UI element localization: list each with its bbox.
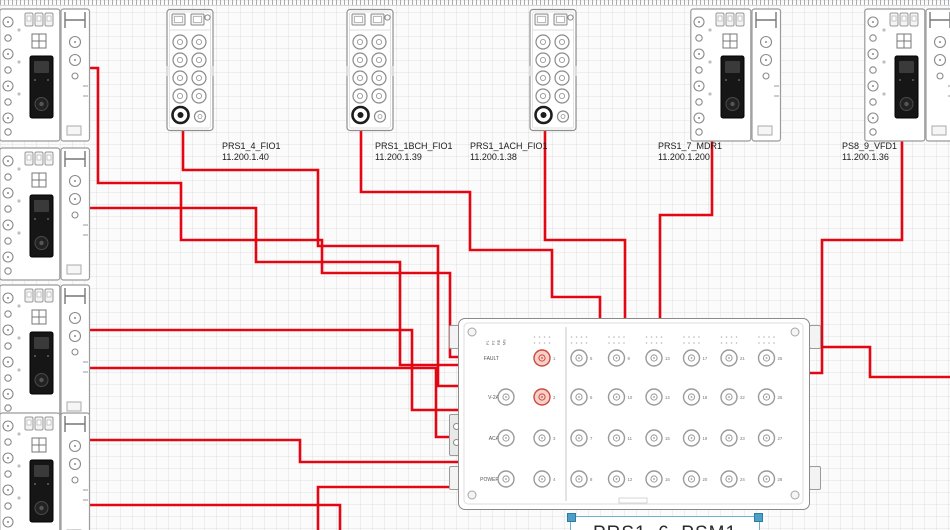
switch-side-label: ACA (489, 436, 500, 442)
svg-text:17: 17 (703, 356, 708, 361)
device-name: PS8_9_VFD1 (842, 141, 898, 151)
device-ip: 11.200.1.36 (842, 152, 889, 162)
svg-text:12: 12 (628, 477, 633, 482)
svg-text:7: 7 (590, 436, 593, 441)
switch-label-text: PRS1_6_PSM1 (593, 523, 737, 530)
svg-text:8: 8 (590, 477, 593, 482)
fio-module-1[interactable] (166, 8, 214, 132)
switch-side-label: FAULT (484, 356, 499, 362)
io-station-left-4[interactable] (0, 412, 91, 530)
svg-text:23: 23 (740, 436, 745, 441)
svg-text:5: 5 (590, 356, 593, 361)
cable (810, 140, 904, 375)
svg-text:1: 1 (553, 356, 556, 361)
switch-side-label: V-2A (488, 395, 500, 401)
svg-text:2: 2 (553, 395, 556, 400)
switch-led-label: P1 (486, 340, 490, 345)
cable (89, 328, 460, 412)
corner-screw-icons (467, 327, 800, 500)
switch-mount-ear-bottom-right (809, 466, 821, 490)
cable (89, 66, 460, 359)
switch-led-label: RE (497, 339, 501, 345)
io-station-left-3[interactable] (0, 284, 91, 418)
svg-text:18: 18 (703, 395, 708, 400)
cable (316, 485, 460, 530)
switch-side-label: POWER (480, 477, 499, 483)
device-name: PRS1_1ACH_FIO1 (470, 141, 548, 151)
device-name: PRS1_4_FIO1 (222, 141, 281, 151)
svg-text:9: 9 (628, 356, 631, 361)
svg-text:26: 26 (778, 395, 783, 400)
svg-text:21: 21 (740, 356, 745, 361)
svg-text:10: 10 (628, 395, 633, 400)
svg-text:6: 6 (590, 395, 593, 400)
cable (89, 206, 460, 367)
device-ip: 11.200.1.38 (470, 152, 517, 162)
switch-led-label: MS (503, 339, 507, 345)
svg-text:20: 20 (703, 477, 708, 482)
cable (658, 140, 714, 322)
switch-label-box[interactable]: PRS1_6_PSM1 (567, 513, 763, 530)
device-ip: 11.200.1.39 (375, 152, 422, 162)
svg-text:14: 14 (665, 395, 670, 400)
top-ruler (0, 0, 950, 6)
vfd-station[interactable] (864, 8, 950, 142)
fio-module-2[interactable] (346, 8, 394, 132)
svg-text:25: 25 (778, 356, 783, 361)
svg-text:22: 22 (740, 395, 745, 400)
svg-text:19: 19 (703, 436, 708, 441)
svg-text:24: 24 (740, 477, 745, 482)
svg-text:13: 13 (665, 356, 670, 361)
cable (181, 130, 460, 388)
svg-text:3: 3 (553, 436, 556, 441)
switch-mount-ear-top-right (809, 325, 821, 349)
io-station-left-2[interactable] (0, 147, 91, 281)
cable (543, 130, 627, 322)
svg-text:15: 15 (665, 436, 670, 441)
selection-handle-right[interactable] (754, 513, 763, 522)
device-label-mdr: PRS1_7_MDR1 11.200.1.200 (658, 141, 722, 163)
device-name: PRS1_7_MDR1 (658, 141, 723, 151)
device-label-fio3: PRS1_1ACH_FIO1 11.200.1.38 (470, 141, 548, 163)
svg-text:27: 27 (778, 436, 783, 441)
device-ip: 11.200.1.40 (222, 152, 269, 162)
mdr-station[interactable] (690, 8, 782, 142)
device-name: PRS1_1BCH_FIO1 (375, 141, 453, 151)
cable (89, 438, 460, 464)
io-station-left-1[interactable] (0, 8, 91, 142)
svg-text:4: 4 (553, 477, 556, 482)
device-ip: 11.200.1.200 (658, 152, 710, 162)
device-label-fio2: PRS1_1BCH_FIO1 11.200.1.39 (375, 141, 453, 163)
cable (810, 345, 950, 379)
cable (89, 503, 342, 530)
svg-text:16: 16 (665, 477, 670, 482)
device-label-vfd: PS8_9_VFD1 11.200.1.36 (842, 141, 897, 163)
svg-text:11: 11 (628, 436, 633, 441)
selection-handle-left[interactable] (567, 513, 576, 522)
fio-module-3[interactable] (529, 8, 577, 132)
device-label-fio1: PRS1_4_FIO1 11.200.1.40 (222, 141, 281, 163)
switch-led-label: P2 (492, 340, 496, 345)
svg-text:28: 28 (778, 477, 783, 482)
cable (89, 366, 460, 439)
